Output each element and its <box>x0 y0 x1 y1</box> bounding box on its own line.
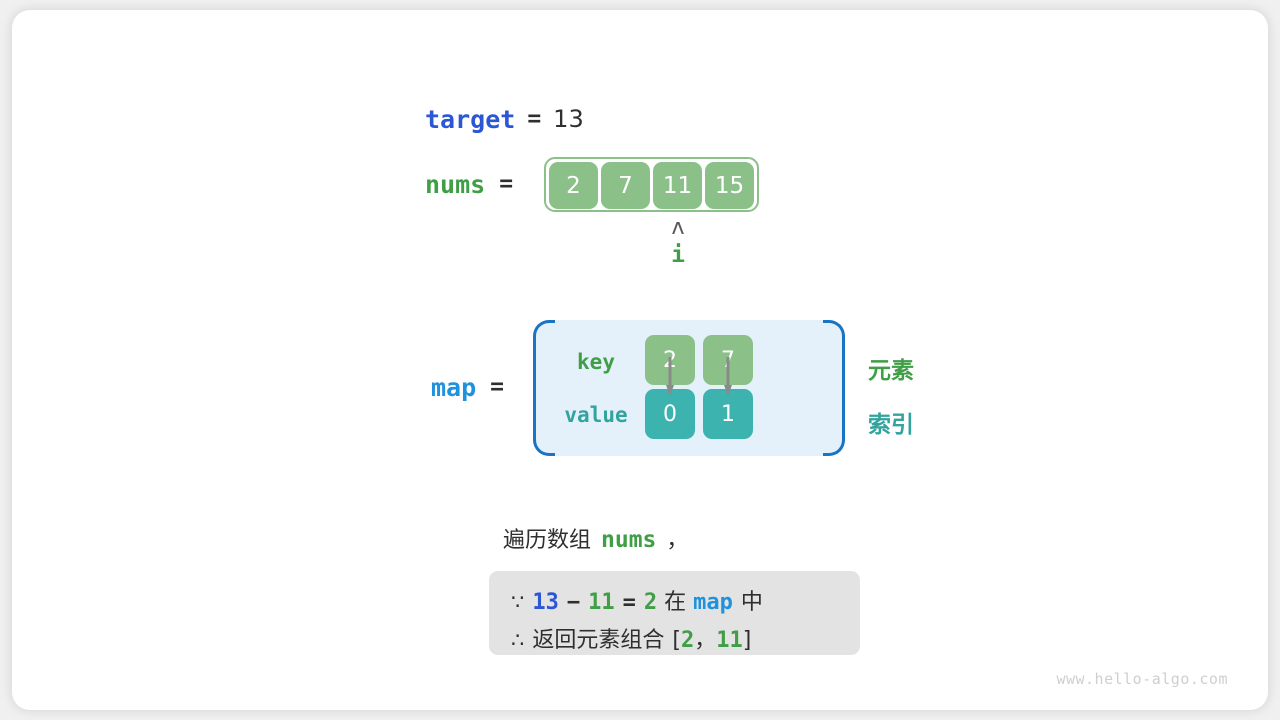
conclusion-tail-word: 中 <box>740 590 763 615</box>
minus-sign: − <box>566 590 581 615</box>
conclusion-box: ∵ 13 − 11 = 2 在 map 中 ∴ 返回元素组合 [ 2 ， 11 … <box>489 571 860 655</box>
hashmap-entry: 7 1 <box>703 335 753 439</box>
narrative-nums-token: nums <box>601 527 657 553</box>
array-cell[interactable]: 15 <box>705 162 754 209</box>
hashmap-key-label: key <box>577 350 615 374</box>
therefore-symbol: ∴ <box>511 628 525 652</box>
hashmap-value-label: value <box>564 403 628 427</box>
nums-variable-row: nums = <box>425 169 513 199</box>
pointer-label-i: i <box>671 242 685 268</box>
target-variable-name: target <box>425 104 516 134</box>
conclusion-current-value: 11 <box>588 590 615 615</box>
result-comma: ， <box>694 628 717 653</box>
equals-sign: = <box>622 590 636 615</box>
legend-elements-label: 元素 <box>868 358 914 384</box>
hashmap-value-cell[interactable]: 0 <box>645 389 695 439</box>
hashmap-right-bracket <box>823 320 845 456</box>
narrative-line: 遍历数组 nums ， <box>503 522 688 554</box>
result-first-value: 2 <box>680 628 695 653</box>
target-value: 13 <box>553 105 584 133</box>
conclusion-map-token: map <box>693 590 733 615</box>
hashmap-key-cell[interactable]: 7 <box>703 335 753 385</box>
conclusion-line-2: ∴ 返回元素组合 [ 2 ， 11 ] <box>511 622 751 654</box>
conclusion-return-text: 返回元素组合 <box>532 628 665 653</box>
hashmap-entries: 2 0 7 1 <box>645 335 753 439</box>
bracket-close: ] <box>742 628 752 653</box>
nums-array: 2 7 11 15 <box>544 157 759 212</box>
hashmap-left-bracket <box>533 320 555 456</box>
array-cell[interactable]: 2 <box>549 162 598 209</box>
conclusion-target-value: 13 <box>532 590 559 615</box>
target-equals-sign: = <box>527 106 542 132</box>
hashmap-legend: 元素 索引 <box>868 320 988 456</box>
conclusion-line-1: ∵ 13 − 11 = 2 在 map 中 <box>511 584 763 616</box>
hashmap-entry: 2 0 <box>645 335 695 439</box>
target-variable-row: target = 13 <box>425 102 584 136</box>
map-variable-row: map = <box>431 372 504 402</box>
result-second-value: 11 <box>716 628 743 653</box>
watermark: www.hello-algo.com <box>1056 670 1228 688</box>
bracket-open: [ <box>672 628 681 653</box>
hashmap-row-labels: key value <box>555 320 637 456</box>
map-variable-name: map <box>431 372 477 402</box>
legend-index-label: 索引 <box>868 412 914 438</box>
narrative-prefix: 遍历数组 <box>503 528 592 553</box>
hashmap-value-cell[interactable]: 1 <box>703 389 753 439</box>
nums-variable-name: nums <box>425 169 486 199</box>
narrative-suffix: ， <box>666 528 689 553</box>
array-cell[interactable]: 7 <box>601 162 650 209</box>
nums-equals-sign: = <box>499 171 514 197</box>
array-cell[interactable]: 11 <box>653 162 702 209</box>
because-symbol: ∵ <box>511 590 525 614</box>
diagram-card: target = 13 nums = 2 7 11 15 ʌ i map = k… <box>12 10 1268 710</box>
hashmap-key-cell[interactable]: 2 <box>645 335 695 385</box>
pointer-caret-icon: ʌ <box>671 215 685 240</box>
conclusion-in-word: 在 <box>664 590 687 615</box>
map-equals-sign: = <box>490 374 505 400</box>
conclusion-complement-value: 2 <box>643 590 658 615</box>
